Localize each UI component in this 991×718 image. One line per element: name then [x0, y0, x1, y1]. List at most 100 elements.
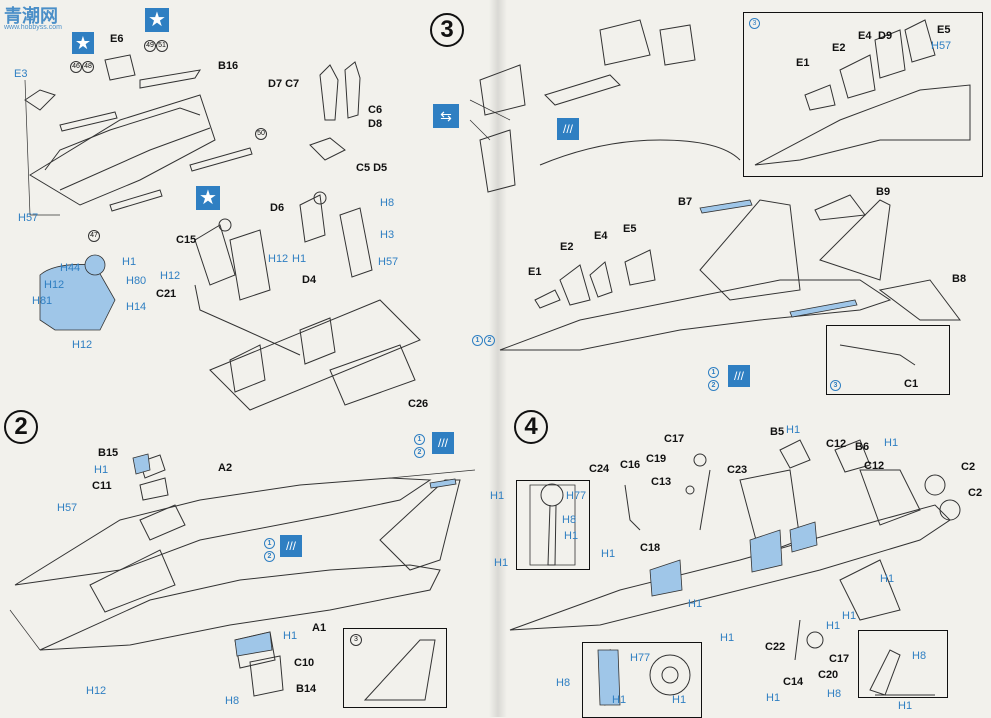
paint-ref: H1 — [898, 700, 913, 712]
paint-ref: H77 — [630, 652, 651, 664]
part-label: D4 — [302, 274, 317, 286]
pilot-c15 — [194, 224, 236, 286]
paint-ref: H12 — [72, 339, 93, 351]
star-decal-icon: ★ — [72, 32, 94, 54]
nozzle-c2-a — [924, 474, 946, 496]
paint-ref: H57 — [57, 502, 78, 514]
paint-ref: H57 — [378, 256, 399, 268]
paint-ref: H1 — [842, 610, 857, 622]
paint-ref: H8 — [562, 514, 577, 526]
fuselage-a1 — [39, 564, 441, 651]
decal-ref: 47 — [88, 228, 100, 242]
inset-part-label: E1 — [796, 57, 810, 69]
stripe-fin — [429, 478, 457, 489]
inset-part-label: E4 — [858, 30, 872, 42]
paint-stripe-icon: /// — [728, 365, 750, 387]
part-label: C2 — [961, 461, 976, 473]
tail-fin — [379, 479, 461, 571]
part-b6 — [834, 439, 871, 473]
part-label: C12 — [826, 438, 847, 450]
inset-part-label: D9 — [878, 30, 893, 42]
paint-ref: H1 — [490, 490, 505, 502]
paint-ref: H1 — [94, 464, 109, 476]
paint-ref: H1 — [688, 598, 703, 610]
part-label: B16 — [218, 60, 239, 72]
paint-ref: H8 — [556, 677, 571, 689]
paint-ref: H8 — [225, 695, 240, 707]
part-label: C11 — [92, 480, 112, 492]
paint-ref: H12 — [86, 685, 107, 697]
part-label: B8 — [952, 273, 967, 285]
part-label: C13 — [651, 476, 672, 488]
paint-stripe-icon: /// — [557, 118, 579, 140]
bay-blue-2 — [749, 529, 783, 573]
part-c10-blue — [234, 631, 273, 657]
part-label: E5 — [623, 223, 637, 235]
part-label: D6 — [270, 202, 285, 214]
part-label: E2 — [560, 241, 574, 253]
part-label: C18 — [640, 542, 661, 554]
view-arrow-icon: ⇆ — [433, 104, 459, 128]
paint-ref: H81 — [32, 295, 53, 307]
part-label: C12 — [864, 460, 885, 472]
tail-b9 — [819, 199, 891, 281]
part-b15-area — [139, 504, 186, 541]
part-label: C10 — [294, 657, 315, 669]
stripe-under — [789, 299, 858, 318]
paint-ref: H1 — [672, 694, 687, 706]
part-label: B14 — [296, 683, 317, 695]
paint-ref: H57 — [18, 212, 39, 224]
pilot-d6 — [299, 194, 326, 243]
seat-step3-a — [479, 64, 526, 116]
decal-strip — [59, 111, 118, 132]
paint-ref: H8 — [380, 197, 395, 209]
watermark-url: www.hobbyss.com — [4, 24, 62, 31]
part-label: C20 — [818, 669, 839, 681]
paint-ref: H1 — [494, 557, 509, 569]
step3-missile-inset — [826, 325, 950, 395]
star-decal-icon: ★ — [196, 186, 220, 210]
paint-ref: H1 — [601, 548, 616, 560]
inset-ref-3: 3 — [350, 634, 362, 646]
part-label: C26 — [408, 398, 429, 410]
seat-step3-b — [479, 129, 516, 193]
paint-ref: H1 — [884, 437, 899, 449]
part-b5 — [779, 439, 811, 469]
part-label: B5 — [770, 426, 785, 438]
part-label: E1 — [528, 266, 542, 278]
part-label: C2 — [968, 487, 983, 499]
paint-ref: H8 — [827, 688, 842, 700]
page-fold — [489, 0, 507, 717]
paint-ref: H1 — [122, 256, 137, 268]
part-label: E6 — [110, 33, 124, 45]
part-label: C19 — [646, 453, 667, 465]
part-e3 — [24, 89, 56, 111]
stripe-b7 — [699, 199, 753, 214]
seat-c6 — [344, 61, 361, 119]
part-label: C17 — [829, 653, 850, 665]
seat-c7 — [319, 64, 339, 121]
part-label: D8 — [368, 118, 383, 130]
paint-ref: H1 — [766, 692, 781, 704]
nozzle-c2-b — [939, 499, 961, 521]
step4-hook-inset — [858, 630, 948, 698]
part-label: C15 — [176, 234, 197, 246]
part-b15-blue — [132, 453, 151, 475]
paint-ref: H1 — [826, 620, 841, 632]
part-label: C1 — [904, 378, 919, 390]
paint-ref: H44 — [60, 262, 81, 274]
part-label: C6 — [368, 104, 383, 116]
part-label: C24 — [589, 463, 610, 475]
part-label: A1 — [312, 622, 327, 634]
part-label: E3 — [14, 68, 28, 80]
step2-fin-inset: 3 — [343, 628, 447, 708]
paint-ref: H1 — [612, 694, 627, 706]
paint-ref: H1 — [564, 530, 579, 542]
paint-stripe-icon: /// — [432, 432, 454, 454]
